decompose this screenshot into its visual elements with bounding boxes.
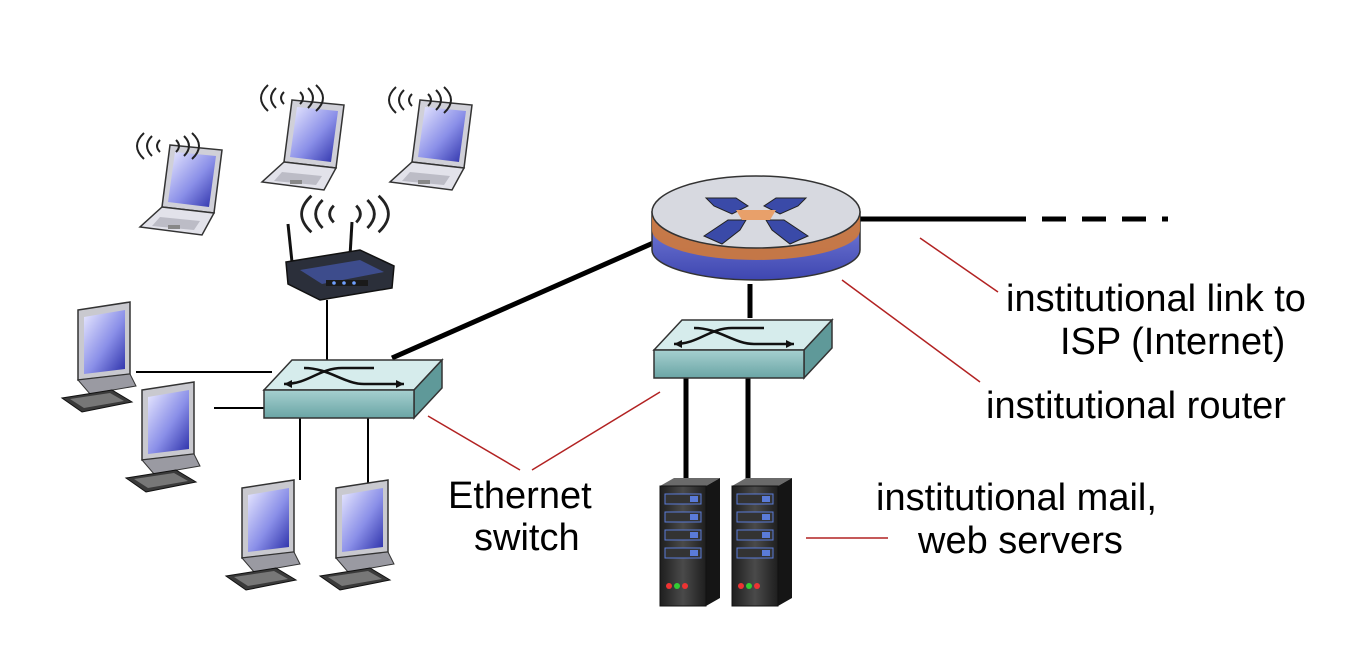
server-icon xyxy=(731,477,793,607)
server-switch-icon xyxy=(652,318,834,380)
label-institutional-link-line1: institutional link to xyxy=(1006,278,1306,320)
label-servers-line1: institutional mail, xyxy=(876,477,1157,519)
callout-lines xyxy=(427,237,999,539)
label-ethernet-switch-line1: Ethernet xyxy=(448,475,592,517)
callout-link xyxy=(919,237,999,293)
laptop-icon xyxy=(139,144,223,236)
link-switch-to-router xyxy=(390,237,662,361)
label-servers-line2: web servers xyxy=(917,520,1123,562)
desktop-computer-icon xyxy=(125,381,201,493)
desktop-computer-icon xyxy=(225,479,301,591)
router-icon xyxy=(651,175,861,281)
callout-switch-left xyxy=(427,415,521,471)
laptop-icon xyxy=(261,99,345,191)
network-links xyxy=(136,216,1168,488)
desktop-computer-icon xyxy=(61,301,137,413)
callout-switch-right xyxy=(531,391,661,471)
callout-router xyxy=(841,279,981,383)
desktop-computer-icon xyxy=(319,479,395,591)
label-institutional-router: institutional router xyxy=(986,385,1286,427)
label-institutional-link-line2: ISP (Internet) xyxy=(1060,321,1285,363)
ethernet-switch-icon xyxy=(262,358,444,420)
label-ethernet-switch-line2: switch xyxy=(474,517,580,559)
server-icon xyxy=(659,477,721,607)
wireless-signal-icon xyxy=(300,194,390,234)
laptop-icon xyxy=(389,99,473,191)
wireless-access-point-icon xyxy=(285,221,395,301)
